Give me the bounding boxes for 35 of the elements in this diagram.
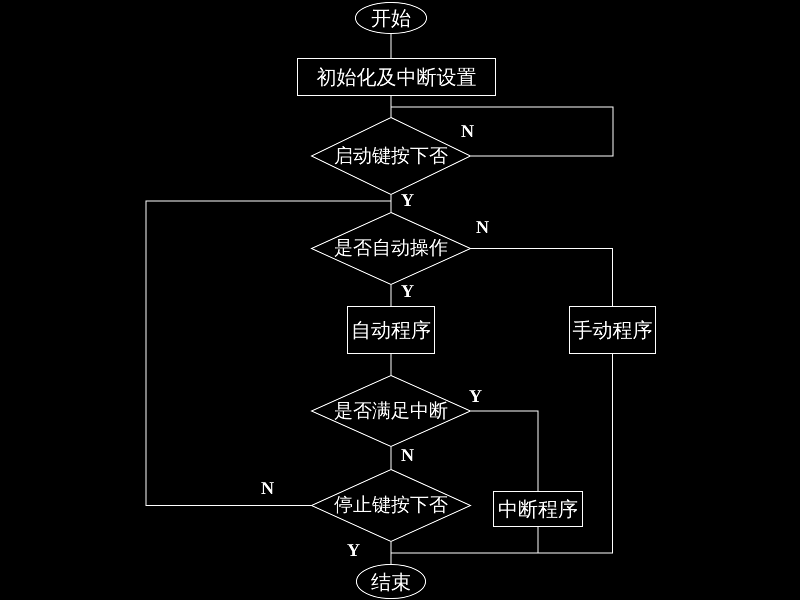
node-label: 是否自动操作 [334, 238, 448, 259]
edge-label: Y [400, 191, 415, 209]
connector-line [390, 284, 392, 306]
process-box [493, 491, 583, 527]
edge-label: N [460, 122, 475, 140]
connector-line [390, 446, 392, 470]
connector-line [390, 354, 392, 376]
node-label: 启动键按下否 [334, 146, 448, 166]
node-label: 开始 [371, 7, 411, 29]
node-label: 结束 [371, 570, 411, 592]
terminator-oval [355, 2, 427, 34]
process-box [297, 58, 496, 96]
connector-line [390, 106, 614, 156]
decision-diamond [311, 212, 471, 285]
node-label: 是否满足中断 [334, 400, 448, 422]
node-label: 中断程序 [498, 498, 578, 520]
decision-diamond [311, 375, 471, 447]
edge-label: Y [468, 387, 483, 405]
edge-label: N [400, 446, 415, 464]
node-label: 停止键按下否 [334, 495, 448, 516]
decision-diamond [311, 469, 471, 542]
node-label: 自动程序 [351, 319, 431, 341]
process-box [569, 306, 656, 354]
edge-label: Y [346, 541, 361, 559]
terminator-oval [356, 564, 426, 599]
connector-line [470, 410, 538, 492]
edge-label: Y [400, 282, 415, 300]
connector-line [390, 34, 392, 58]
process-box [347, 306, 435, 354]
edge-label: N [260, 479, 275, 497]
edge-label: N [475, 218, 490, 236]
connector-line [146, 200, 392, 506]
node-label: 初始化及中断设置 [316, 66, 476, 88]
connector-line [470, 248, 613, 306]
node-label: 手动程序 [572, 319, 652, 341]
